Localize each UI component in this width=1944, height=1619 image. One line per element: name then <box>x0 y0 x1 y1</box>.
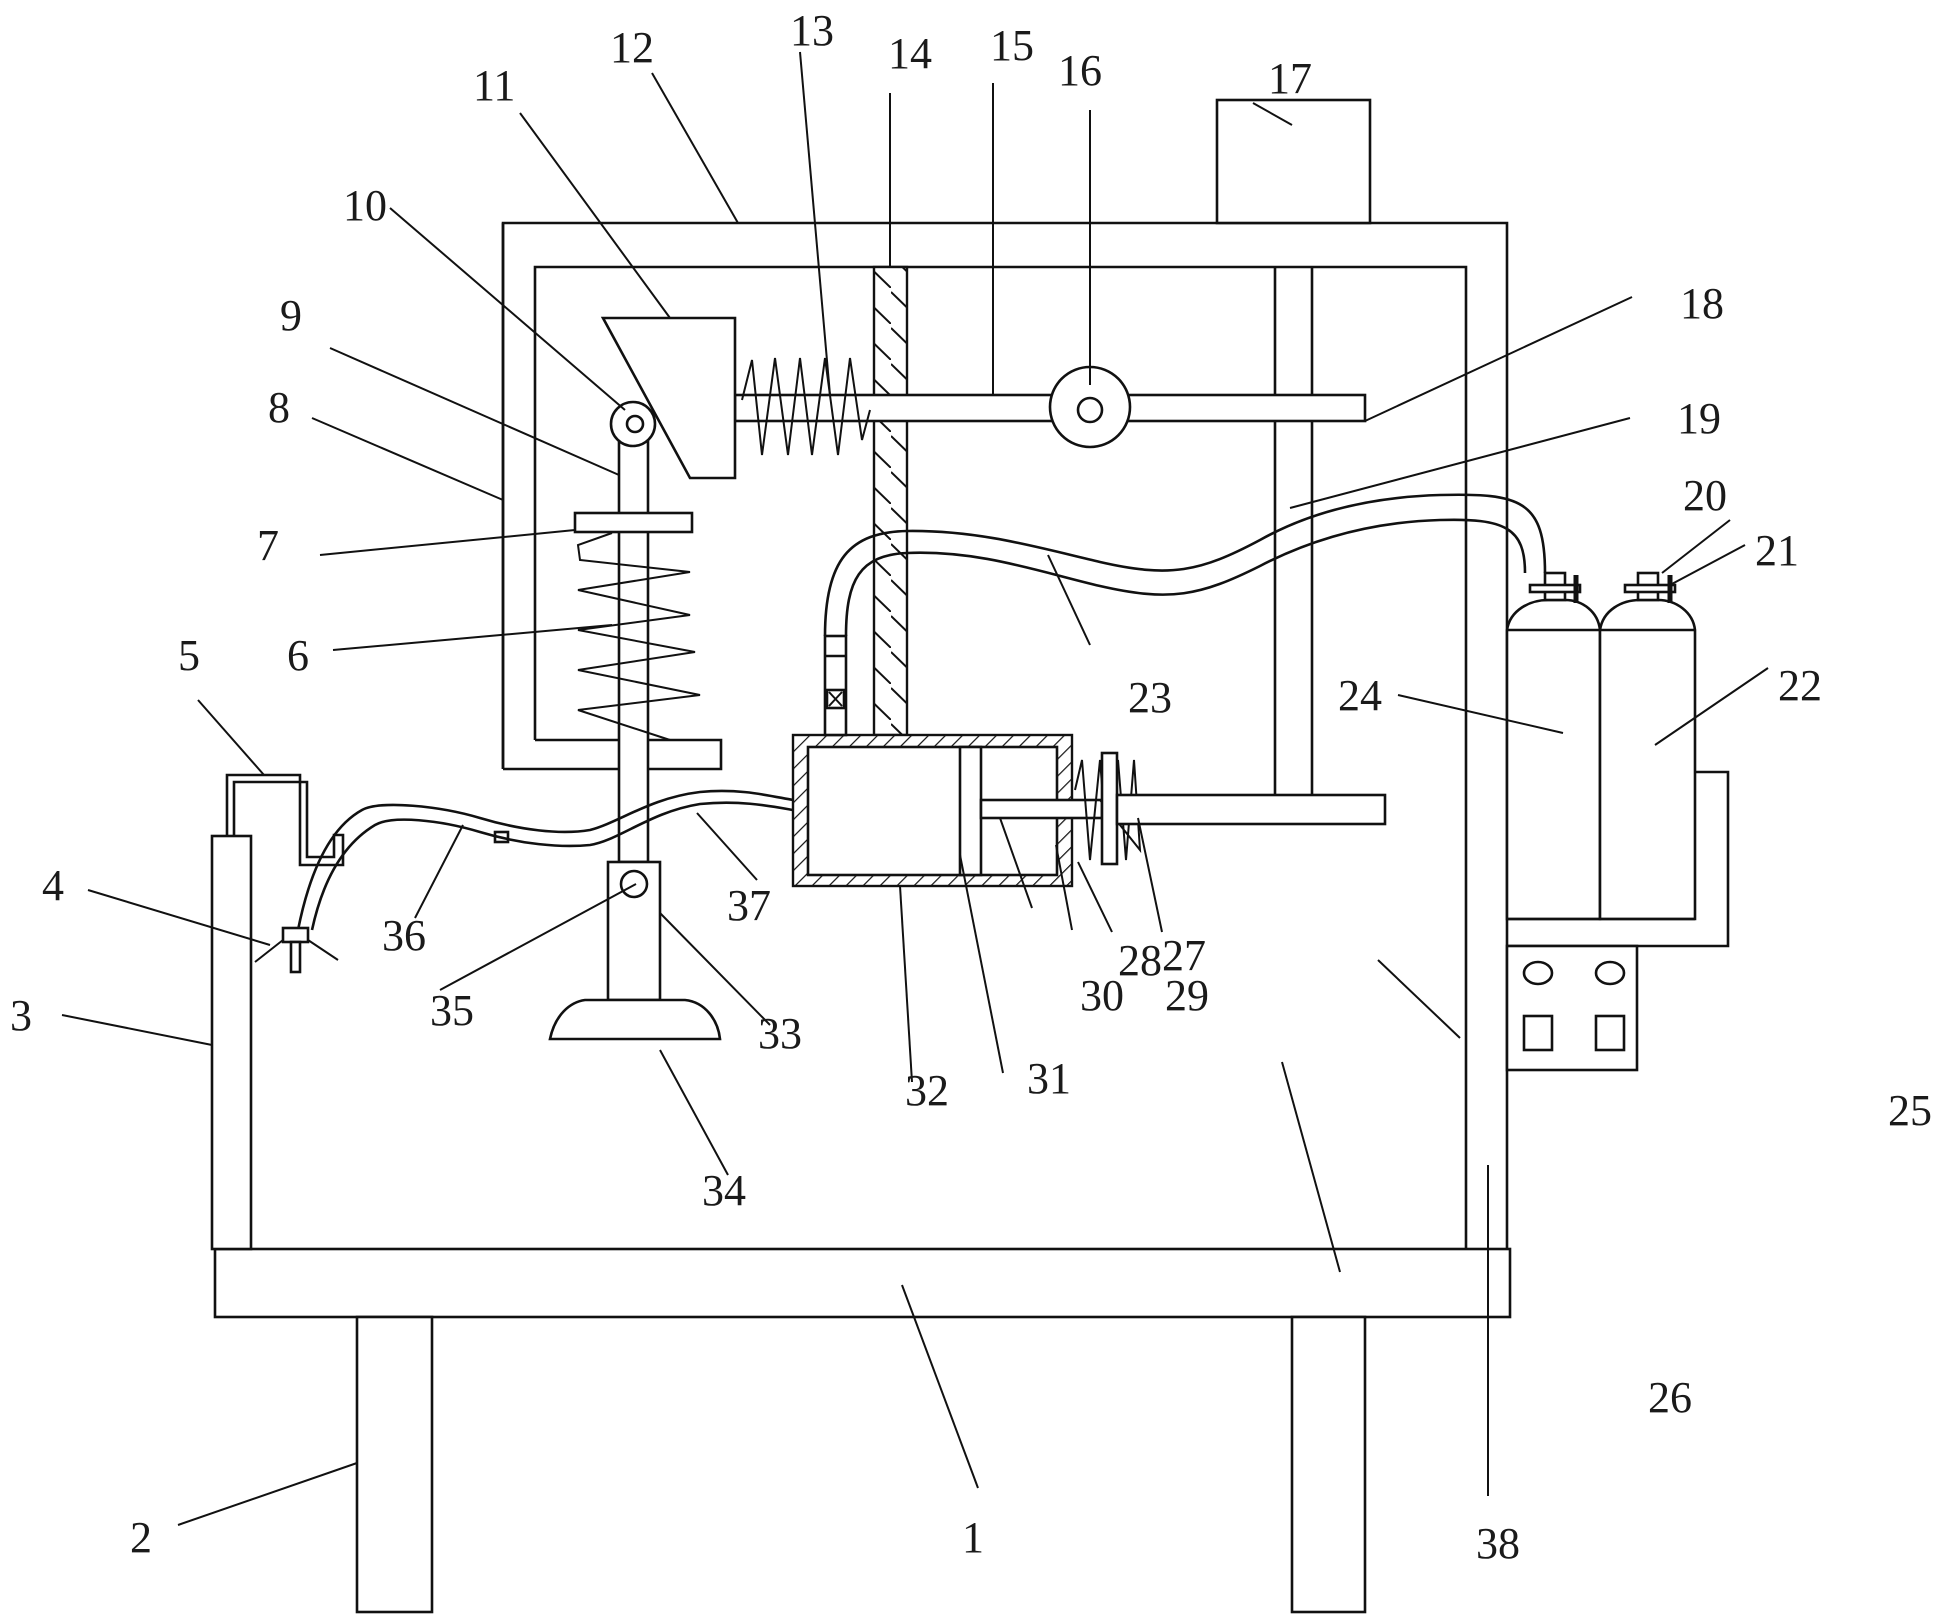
leader-line-31 <box>960 855 1003 1073</box>
nozzle-hose <box>298 791 793 930</box>
callout-label-26: 26 <box>1648 1373 1692 1422</box>
callout-label-28: 28 <box>1118 936 1162 985</box>
callout-label-18: 18 <box>1680 279 1724 328</box>
callout-label-34: 34 <box>702 1166 746 1215</box>
spring-plate <box>575 513 692 532</box>
guide-column <box>874 267 907 735</box>
callout-label-13: 13 <box>790 6 834 55</box>
suction-cup <box>550 1000 720 1039</box>
leader-line-35 <box>440 884 636 990</box>
left-post <box>212 836 251 1249</box>
leg-left <box>357 1317 432 1612</box>
callout-label-3: 3 <box>10 991 32 1040</box>
callout-label-7: 7 <box>257 521 279 570</box>
callout-label-1: 1 <box>962 1513 984 1562</box>
callout-label-6: 6 <box>287 631 309 680</box>
piston <box>960 747 981 875</box>
callout-label-8: 8 <box>268 383 290 432</box>
vertical-support <box>1275 267 1312 795</box>
leader-line-7 <box>320 530 575 555</box>
callout-label-30: 30 <box>1080 971 1124 1020</box>
callout-label-19: 19 <box>1677 394 1721 443</box>
callout-label-16: 16 <box>1058 46 1102 95</box>
callout-label-24: 24 <box>1338 671 1382 720</box>
leader-line-26 <box>1282 1062 1340 1272</box>
callout-label-32: 32 <box>905 1066 949 1115</box>
motor <box>1217 100 1370 223</box>
callout-label-23: 23 <box>1128 673 1172 722</box>
leader-line-6 <box>333 625 612 650</box>
roller <box>611 402 655 446</box>
leader-line-27 <box>1138 818 1162 932</box>
callout-label-9: 9 <box>280 291 302 340</box>
gas-hose <box>825 495 1545 636</box>
callout-label-2: 2 <box>130 1513 152 1562</box>
callout-label-10: 10 <box>343 181 387 230</box>
callout-label-12: 12 <box>610 23 654 72</box>
spray-nozzle <box>283 928 308 942</box>
callout-label-21: 21 <box>1755 526 1799 575</box>
leader-line-2 <box>178 1463 357 1525</box>
leader-line-32 <box>900 886 912 1082</box>
callout-label-33: 33 <box>758 1009 802 1058</box>
lift-rod <box>619 430 648 862</box>
leader-line-8 <box>312 418 503 500</box>
stop-plate <box>1102 753 1117 864</box>
leader-line-34 <box>660 1050 728 1175</box>
callout-label-35: 35 <box>430 986 474 1035</box>
leader-line-28 <box>1078 862 1112 932</box>
leg-right <box>1292 1317 1365 1612</box>
gas-tank-left <box>1507 600 1600 919</box>
leader-line-12 <box>652 73 738 223</box>
tank-valve-right <box>1625 573 1675 603</box>
table-top <box>215 1249 1510 1317</box>
leader-line-25 <box>1378 960 1460 1038</box>
tank-valve-left <box>1530 573 1580 603</box>
leader-line-3 <box>62 1015 212 1045</box>
leader-line-5 <box>198 700 264 775</box>
callout-label-37: 37 <box>727 881 771 930</box>
gas-hose-inner <box>846 520 1525 636</box>
leader-line-18 <box>1365 297 1632 421</box>
connecting-rod <box>1117 795 1385 824</box>
l-shaped-support <box>503 740 721 769</box>
callout-label-4: 4 <box>42 861 64 910</box>
leader-line-37 <box>697 813 757 880</box>
piston-rod <box>981 800 1102 818</box>
gas-tank-right <box>1600 600 1695 919</box>
callout-label-29: 29 <box>1165 971 1209 1020</box>
callout-label-14: 14 <box>888 29 932 78</box>
callout-label-20: 20 <box>1683 471 1727 520</box>
leader-line-10 <box>390 208 625 410</box>
callout-label-36: 36 <box>382 911 426 960</box>
callout-label-15: 15 <box>990 21 1034 70</box>
leader-line-36 <box>415 825 463 918</box>
callout-label-5: 5 <box>178 631 200 680</box>
leader-line-11 <box>520 113 670 318</box>
leader-line-20 <box>1662 520 1730 573</box>
callout-label-11: 11 <box>473 61 515 110</box>
cylinder-pipe <box>825 636 846 735</box>
callout-label-17: 17 <box>1268 54 1312 103</box>
spray-nozzle-tip <box>291 942 300 972</box>
leader-line-21 <box>1670 545 1745 585</box>
leader-line-23 <box>1048 555 1090 645</box>
callout-label-22: 22 <box>1778 661 1822 710</box>
sleeve <box>608 862 660 1000</box>
callout-label-31: 31 <box>1027 1054 1071 1103</box>
callout-label-25: 25 <box>1888 1086 1932 1135</box>
callout-label-38: 38 <box>1476 1519 1520 1568</box>
